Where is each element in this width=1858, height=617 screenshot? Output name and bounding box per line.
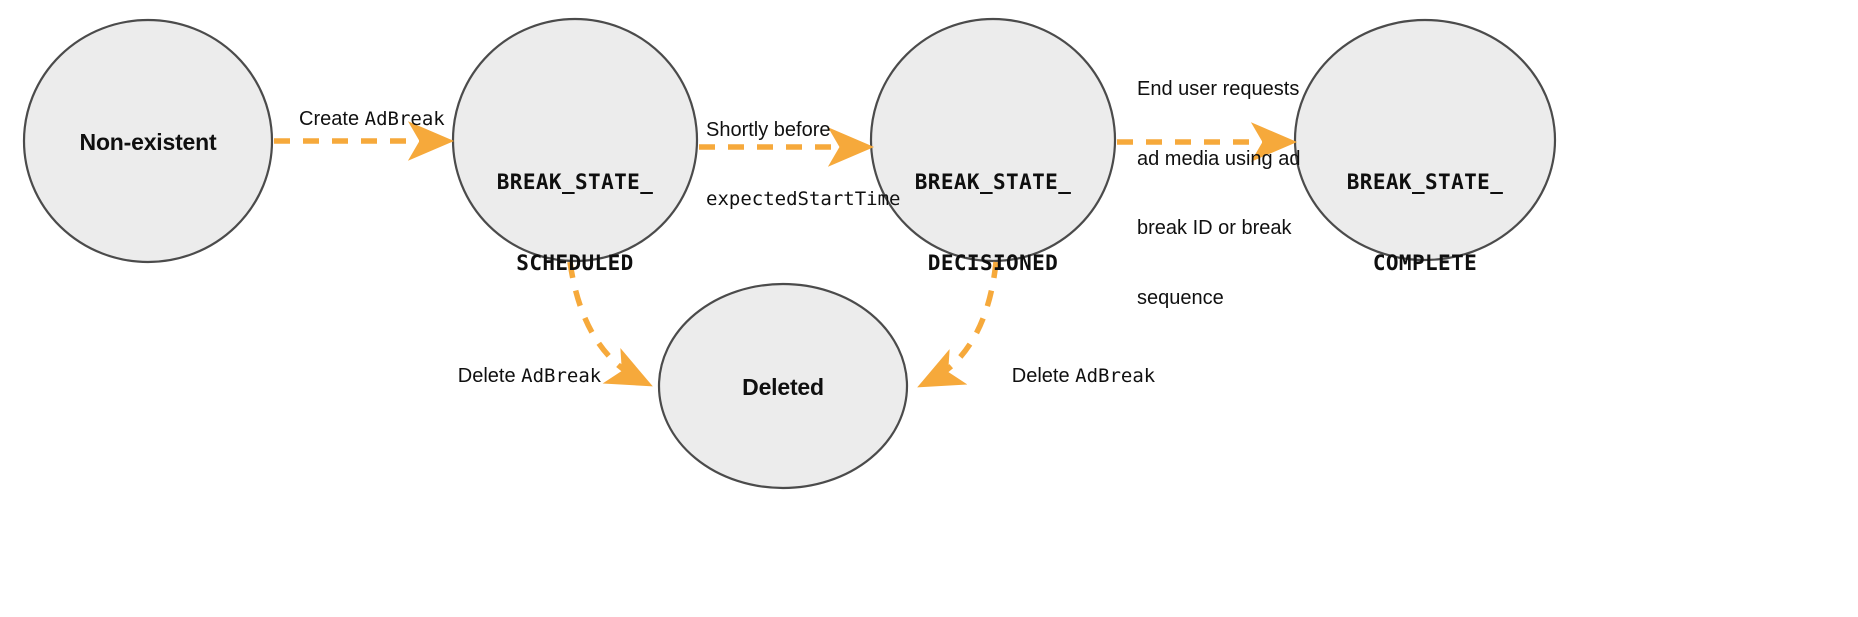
node-deleted[interactable]: [657, 282, 909, 490]
node-break-state-complete[interactable]: [1293, 18, 1557, 262]
edge-delete-adbreak-from-decisioned: [917, 261, 999, 388]
node-non-existent[interactable]: [22, 18, 274, 264]
node-break-state-scheduled[interactable]: [451, 17, 699, 263]
edge-delete-adbreak-from-scheduled: [567, 261, 653, 387]
node-break-state-decisioned[interactable]: [869, 17, 1117, 263]
